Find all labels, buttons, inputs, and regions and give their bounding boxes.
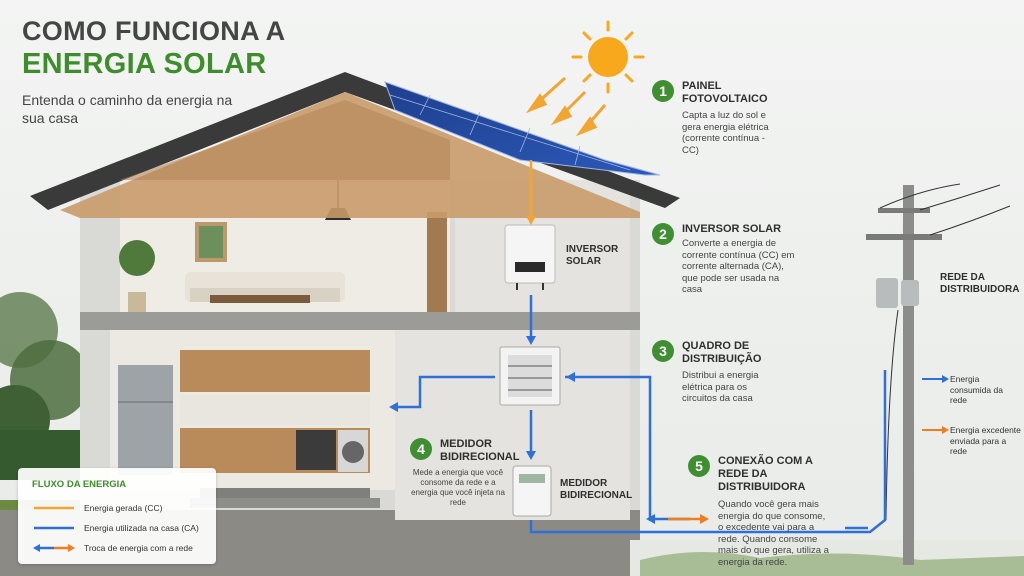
legend-line-orange: [34, 506, 74, 510]
step-title: CONEXÃO COM A REDE DA DISTRIBUIDORA: [718, 455, 813, 493]
solar-panels: [384, 81, 661, 176]
legend-line-blue: [34, 526, 74, 530]
legend-title: FLUXO DA ENERGIA: [32, 479, 127, 490]
grid-consumed-label: Energia consumida da rede: [950, 374, 1003, 405]
title-line-2: ENERGIA SOLAR: [22, 48, 267, 80]
energy-flow-legend: FLUXO DA ENERGIA Energia gerada (CC) Ene…: [18, 468, 216, 564]
step-number: 3: [652, 340, 674, 362]
inverter-label: INVERSOR SOLAR: [566, 244, 619, 267]
step-number-4: 4: [410, 438, 432, 460]
step-desc: Distribui a energia elétrica para os cir…: [682, 370, 759, 404]
step-desc: Converte a energia de corrente contínua …: [682, 238, 795, 295]
step-number: 5: [688, 455, 710, 477]
grid-excess-label: Energia excedente enviada para a rede: [950, 425, 1021, 456]
step-number: 1: [652, 80, 674, 102]
step-title: QUADRO DE DISTRIBUIÇÃO: [682, 340, 762, 365]
meter-callout-desc: Mede a energia que você consome da rede …: [411, 468, 505, 507]
legend-label: Energia gerada (CC): [84, 503, 163, 513]
sun-icon: [571, 20, 645, 94]
distribution-board: [499, 346, 561, 406]
subtitle: Entenda o caminho da energia na sua casa: [22, 92, 233, 126]
title-line-1: COMO FUNCIONA A: [22, 16, 286, 46]
legend-label: Troca de energia com a rede: [84, 543, 193, 553]
power-pole: [866, 183, 1011, 565]
step-desc: Quando você gera mais energia do que con…: [718, 499, 829, 568]
legend-label: Energia utilizada na casa (CA): [84, 523, 199, 533]
inverter-device: [504, 224, 556, 290]
grid-title: REDE DA DISTRIBUIDORA: [940, 272, 1020, 295]
legend-double-arrow-icon: [33, 544, 75, 552]
step-title: PAINEL FOTOVOLTAICO: [682, 80, 768, 105]
meter-device: [512, 465, 552, 517]
meter-label-right: MEDIDOR BIDIRECIONAL: [560, 478, 633, 501]
meter-callout-title: MEDIDOR BIDIRECIONAL: [440, 438, 520, 463]
step-desc: Capta a luz do sol e gera energia elétri…: [682, 110, 769, 156]
step-number: 2: [652, 223, 674, 245]
step-title: INVERSOR SOLAR: [682, 223, 782, 235]
